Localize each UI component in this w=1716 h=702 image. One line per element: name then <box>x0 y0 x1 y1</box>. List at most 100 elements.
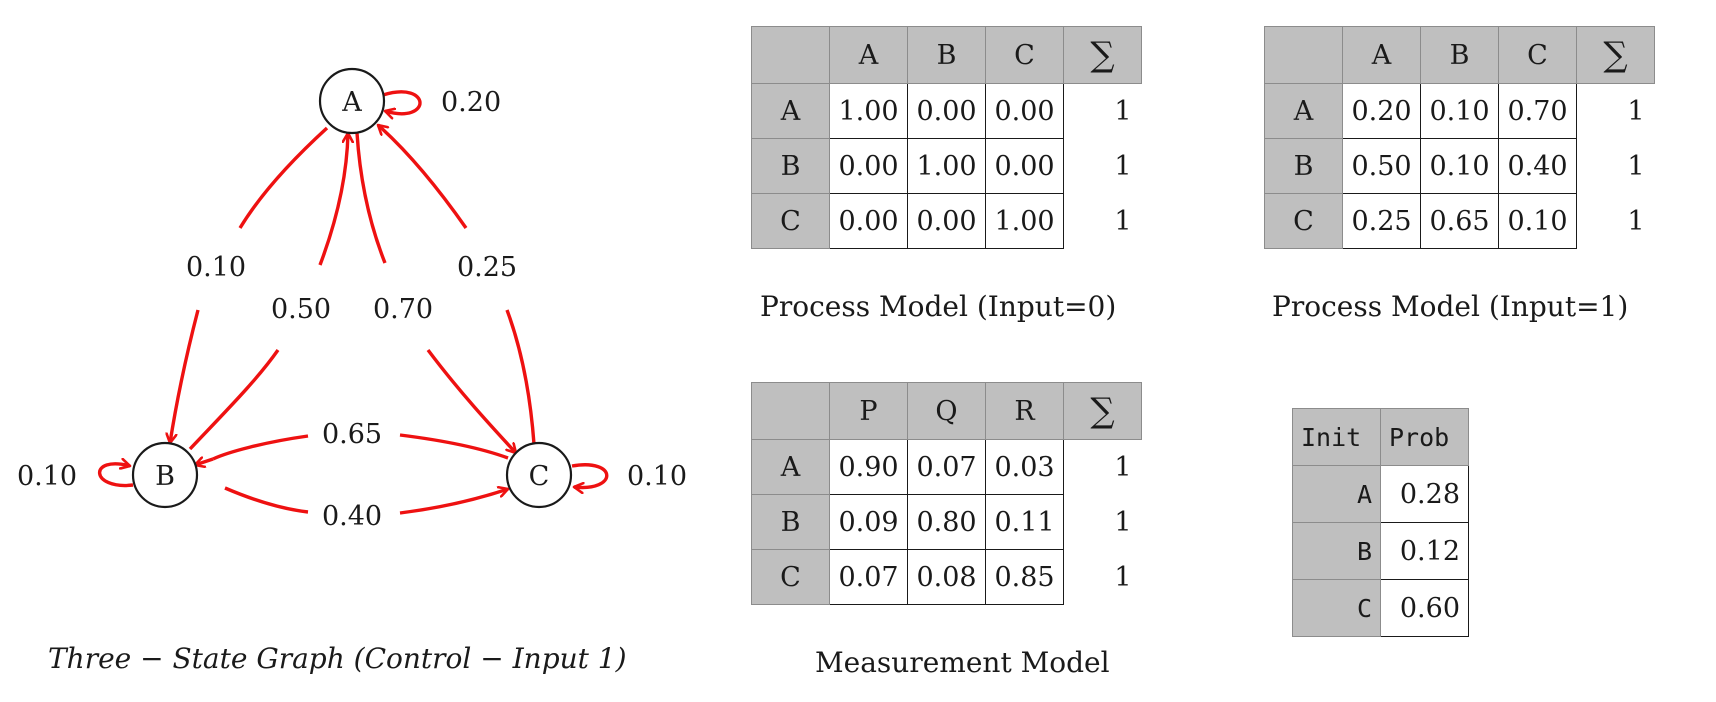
corner-cell <box>751 382 830 440</box>
table-cell: 1.00 <box>907 138 986 194</box>
edge-label-a-a: 0.20 <box>441 87 501 118</box>
prob-cell: 0.28 <box>1380 465 1469 523</box>
state-cell: A <box>1292 465 1381 523</box>
edge-c-to-b <box>212 434 309 461</box>
table-header-row: A B C ∑ <box>1264 26 1655 84</box>
row-sum: 1 <box>1063 193 1142 249</box>
process-model-input-1-caption: Process Model (Input=1) <box>1272 290 1629 323</box>
row-header: B <box>751 138 830 194</box>
table-cell: 1.00 <box>985 193 1064 249</box>
measurement-model-table: P Q R ∑ A 0.90 0.07 0.03 1 B 0.09 0.80 0… <box>751 382 1142 605</box>
row-header: B <box>1264 138 1343 194</box>
table-cell: 0.00 <box>829 138 908 194</box>
table-row: A 0.28 <box>1292 465 1469 523</box>
node-c-label: C <box>529 461 550 492</box>
edge-label-c-a: 0.25 <box>457 252 517 283</box>
row-sum: 1 <box>1063 549 1142 605</box>
table-cell: 0.40 <box>1498 138 1577 194</box>
row-sum: 1 <box>1576 83 1655 139</box>
table-cell: 0.10 <box>1420 83 1499 139</box>
table-row: A 0.90 0.07 0.03 1 <box>751 439 1142 495</box>
initial-probability-table: Init Prob A 0.28 B 0.12 C 0.60 <box>1292 408 1469 637</box>
edge-label-c-c: 0.10 <box>627 461 687 492</box>
edge-b-to-a <box>318 133 348 266</box>
table-cell: 0.00 <box>829 193 908 249</box>
table-cell: 0.10 <box>1420 138 1499 194</box>
node-b: B <box>131 441 199 509</box>
node-b-label: B <box>155 461 175 492</box>
state-cell: B <box>1292 522 1381 580</box>
edge-b-to-a <box>188 349 280 451</box>
row-sum: 1 <box>1576 193 1655 249</box>
table-header-row: A B C ∑ <box>751 26 1142 84</box>
three-state-graph: A B C 0.20 0.10 0.50 0.70 0.25 0.65 0.40… <box>17 67 687 532</box>
table-header-row: Init Prob <box>1292 408 1469 466</box>
table-cell: 0.00 <box>907 83 986 139</box>
edge-c-to-a <box>378 125 468 229</box>
edge-label-a-b: 0.10 <box>186 252 246 283</box>
row-header: C <box>751 193 830 249</box>
table-cell: 0.03 <box>985 439 1064 495</box>
table-cell: 0.65 <box>1420 193 1499 249</box>
edge-a-to-c <box>355 132 387 264</box>
process-model-input-0-table: A B C ∑ A 1.00 0.00 0.00 1 B 0.00 1.00 0… <box>751 26 1142 249</box>
sum-symbol-header: ∑ <box>1063 26 1142 84</box>
column-header: C <box>985 26 1064 84</box>
column-header: C <box>1498 26 1577 84</box>
edge-a-to-b <box>170 309 200 443</box>
process-model-input-1-table: A B C ∑ A 0.20 0.10 0.70 1 B 0.50 0.10 0… <box>1264 26 1655 249</box>
table-row: B 0.12 <box>1292 522 1469 580</box>
edge-b-to-c <box>399 489 508 515</box>
table-cell: 0.10 <box>1498 193 1577 249</box>
table-cell: 0.90 <box>829 439 908 495</box>
corner-cell <box>1264 26 1343 84</box>
prob-cell: 0.60 <box>1380 579 1469 637</box>
process-model-input-0-caption: Process Model (Input=0) <box>760 290 1117 323</box>
column-header: Q <box>907 382 986 440</box>
table-cell: 0.80 <box>907 494 986 550</box>
table-cell: 0.20 <box>1342 83 1421 139</box>
edge-a-to-c <box>426 348 516 453</box>
table-cell: 0.50 <box>1342 138 1421 194</box>
edge-a-to-a <box>382 90 422 114</box>
table-cell: 0.00 <box>985 138 1064 194</box>
table-row: C 0.25 0.65 0.10 1 <box>1264 193 1655 249</box>
row-sum: 1 <box>1063 138 1142 194</box>
row-header: B <box>751 494 830 550</box>
edge-c-to-b <box>195 459 214 465</box>
table-row: A 0.20 0.10 0.70 1 <box>1264 83 1655 139</box>
column-header: A <box>1342 26 1421 84</box>
edge-c-to-a <box>505 309 536 445</box>
table-cell: 0.09 <box>829 494 908 550</box>
column-header: P <box>829 382 908 440</box>
table-cell: 0.70 <box>1498 83 1577 139</box>
prob-cell: 0.12 <box>1380 522 1469 580</box>
row-sum: 1 <box>1063 83 1142 139</box>
row-sum: 1 <box>1576 138 1655 194</box>
table-row: A 1.00 0.00 0.00 1 <box>751 83 1142 139</box>
measurement-model-caption: Measurement Model <box>815 646 1110 679</box>
column-header: A <box>829 26 908 84</box>
state-cell: C <box>1292 579 1381 637</box>
table-cell: 1.00 <box>829 83 908 139</box>
row-header: C <box>1264 193 1343 249</box>
prob-header: Prob <box>1380 408 1469 466</box>
edge-c-to-c <box>571 463 609 488</box>
edge-c-to-b <box>399 433 509 460</box>
table-cell: 0.00 <box>985 83 1064 139</box>
column-header: B <box>1420 26 1499 84</box>
edge-label-b-a: 0.50 <box>271 294 331 325</box>
table-cell: 0.11 <box>985 494 1064 550</box>
row-sum: 1 <box>1063 494 1142 550</box>
table-cell: 0.00 <box>907 193 986 249</box>
table-cell: 0.07 <box>907 439 986 495</box>
table-row: C 0.00 0.00 1.00 1 <box>751 193 1142 249</box>
column-header: R <box>985 382 1064 440</box>
table-row: B 0.09 0.80 0.11 1 <box>751 494 1142 550</box>
table-row: C 0.07 0.08 0.85 1 <box>751 549 1142 605</box>
node-c: C <box>505 441 573 509</box>
corner-cell <box>751 26 830 84</box>
row-sum: 1 <box>1063 439 1142 495</box>
table-header-row: P Q R ∑ <box>751 382 1142 440</box>
node-a-label: A <box>341 87 362 118</box>
